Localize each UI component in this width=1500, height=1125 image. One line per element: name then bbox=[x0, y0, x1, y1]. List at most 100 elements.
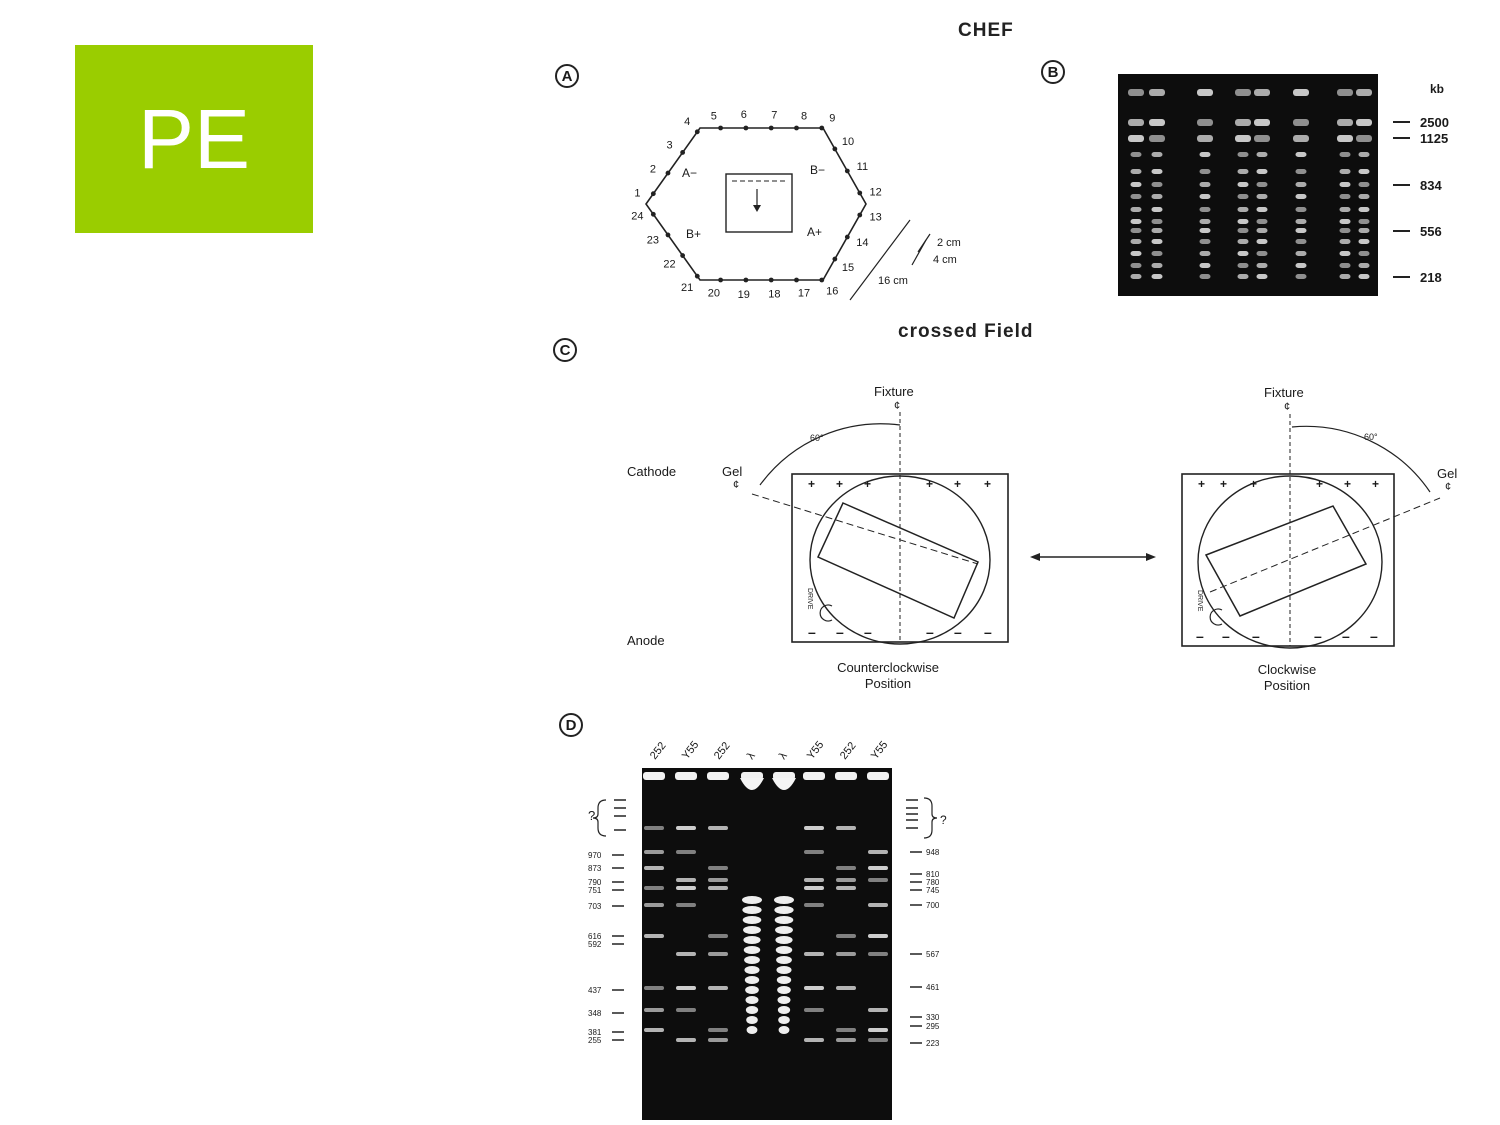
scale-4cm bbox=[912, 240, 926, 265]
electrode-dot bbox=[666, 171, 671, 176]
scale-2cm-label: 2 cm bbox=[937, 237, 961, 249]
svg-text:+: + bbox=[808, 477, 815, 491]
right-drive-icon bbox=[1210, 609, 1222, 625]
left-fixture-centerline: ¢ bbox=[894, 400, 900, 412]
left-marker-label: 873 bbox=[588, 864, 602, 873]
hexagon-diagram: 123456789101112131415161718192021222324 … bbox=[631, 109, 961, 301]
svg-text:+: + bbox=[954, 477, 961, 491]
lane-label: Y55 bbox=[680, 739, 702, 762]
pole-a-plus: A+ bbox=[807, 225, 822, 239]
hexagon-outline bbox=[646, 128, 866, 280]
left-marker-label: 348 bbox=[588, 1009, 602, 1018]
left-gel-axis bbox=[752, 494, 978, 564]
right-fixture-centerline: ¢ bbox=[1284, 401, 1290, 413]
left-size-markers: 970873790751703616592437348381255 bbox=[588, 851, 624, 1045]
electrode-dot bbox=[769, 126, 774, 131]
electrode-dot bbox=[666, 233, 671, 238]
marker-556: 556 bbox=[1420, 224, 1442, 239]
right-angle-arc bbox=[1292, 426, 1430, 492]
electrode-label: 1 bbox=[634, 187, 640, 199]
right-marker-label: 330 bbox=[926, 1013, 940, 1022]
electrode-dot bbox=[695, 129, 700, 134]
pole-a-minus: A− bbox=[682, 166, 697, 180]
electrode-dot bbox=[680, 150, 685, 155]
electrode-label: 13 bbox=[870, 211, 882, 223]
left-caption-2: Position bbox=[865, 676, 911, 691]
svg-text:+: + bbox=[1250, 477, 1257, 491]
chef-size-markers: 2500 1125 834 556 218 bbox=[1393, 115, 1449, 285]
marker-834: 834 bbox=[1420, 178, 1442, 193]
electrode-dot bbox=[857, 213, 862, 218]
electrode-label: 7 bbox=[771, 109, 777, 121]
electrode-label: 8 bbox=[801, 111, 807, 123]
right-gel-label: Gel bbox=[1437, 466, 1457, 481]
left-gel-label: Gel bbox=[722, 464, 742, 479]
electrode-dot bbox=[832, 147, 837, 152]
electrode-dot bbox=[695, 274, 700, 279]
electrode-label: 4 bbox=[684, 116, 690, 128]
counterclockwise-apparatus: Cathode Anode Fixture ¢ Gel ¢ 60° +++ ++… bbox=[627, 384, 1008, 691]
electrode-label: 3 bbox=[666, 139, 672, 151]
electrode-label: 21 bbox=[681, 282, 693, 294]
electrode-label: 12 bbox=[870, 187, 882, 199]
left-marker-label: 703 bbox=[588, 902, 602, 911]
svg-text:–: – bbox=[984, 624, 992, 640]
lane-label: λ bbox=[777, 750, 790, 762]
electrode-dot bbox=[794, 126, 799, 131]
right-platform bbox=[1182, 474, 1394, 646]
electrode-dot bbox=[794, 278, 799, 283]
crossed-field-gel-bands bbox=[643, 772, 889, 1042]
svg-text:–: – bbox=[1196, 628, 1204, 644]
electrode-label: 16 bbox=[826, 286, 838, 298]
svg-text:+: + bbox=[864, 477, 871, 491]
electrode-label: 24 bbox=[631, 211, 643, 223]
pole-b-plus: B+ bbox=[686, 227, 701, 241]
scale-16cm bbox=[850, 220, 910, 300]
left-unknown-bracket: ? bbox=[588, 800, 626, 836]
svg-text:+: + bbox=[926, 477, 933, 491]
svg-text:–: – bbox=[1370, 628, 1378, 644]
lane-label: Y55 bbox=[869, 739, 891, 762]
right-gel-axis bbox=[1210, 498, 1440, 592]
marker-2500: 2500 bbox=[1420, 115, 1449, 130]
electrode-label: 6 bbox=[741, 109, 747, 121]
svg-text:–: – bbox=[954, 624, 962, 640]
right-unknown-bracket: ? bbox=[906, 798, 947, 838]
right-marker-label: 948 bbox=[926, 848, 940, 857]
svg-text:+: + bbox=[1198, 477, 1205, 491]
left-marker-label: 751 bbox=[588, 886, 602, 895]
lane-label: 252 bbox=[838, 740, 859, 762]
right-marker-label: 295 bbox=[926, 1022, 940, 1031]
electrode-label: 2 bbox=[650, 163, 656, 175]
electrode-label: 11 bbox=[857, 161, 868, 173]
electrode-dot bbox=[743, 278, 748, 283]
right-marker-label: 461 bbox=[926, 983, 940, 992]
svg-text:+: + bbox=[1372, 477, 1379, 491]
left-marker-label: 592 bbox=[588, 940, 602, 949]
electrode-dot bbox=[651, 212, 656, 217]
electrode-label: 10 bbox=[842, 136, 854, 148]
marker-1125: 1125 bbox=[1420, 131, 1448, 146]
right-question-mark: ? bbox=[940, 813, 947, 827]
right-caption-1: Clockwise bbox=[1258, 662, 1317, 677]
anode-label: Anode bbox=[627, 633, 665, 648]
lane-label: λ bbox=[745, 750, 758, 762]
right-fixture-label: Fixture bbox=[1264, 385, 1304, 400]
lane-label: 252 bbox=[648, 740, 669, 762]
electrode-label: 5 bbox=[711, 110, 717, 122]
right-marker-label: 745 bbox=[926, 886, 940, 895]
left-marker-label: 255 bbox=[588, 1036, 602, 1045]
svg-text:–: – bbox=[1252, 628, 1260, 644]
svg-text:+: + bbox=[836, 477, 843, 491]
electrode-label: 18 bbox=[768, 289, 780, 301]
left-marker-label: 970 bbox=[588, 851, 602, 860]
right-angle-label: 60° bbox=[1364, 432, 1378, 442]
svg-text:+: + bbox=[984, 477, 991, 491]
electrode-dot bbox=[845, 169, 850, 174]
clockwise-apparatus: Fixture ¢ Gel ¢ 60° +++ +++ ––– ––– DRIV… bbox=[1182, 385, 1457, 693]
electrode-label: 14 bbox=[856, 237, 868, 249]
left-caption-1: Counterclockwise bbox=[837, 660, 939, 675]
pole-b-minus: B− bbox=[810, 163, 825, 177]
svg-text:–: – bbox=[1342, 628, 1350, 644]
